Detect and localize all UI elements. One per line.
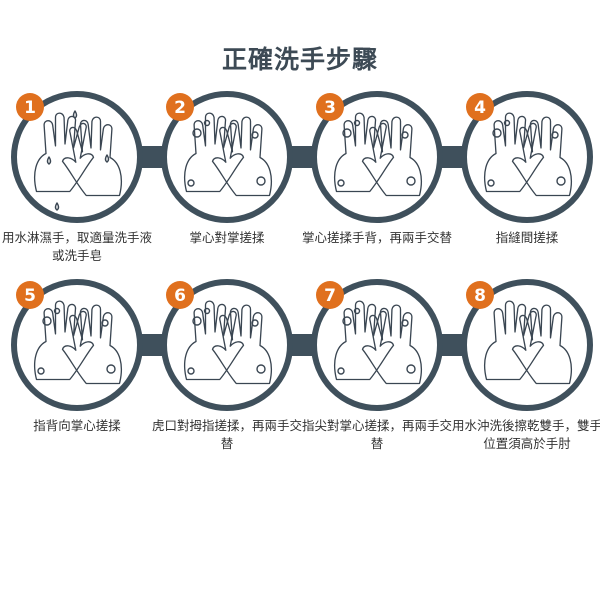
step-ring <box>311 279 443 411</box>
connector-bar <box>437 146 467 168</box>
step-label: 虎口對拇指搓揉，再兩手交替 <box>152 418 303 451</box>
step-5: 5 <box>11 279 143 411</box>
connector-bar <box>287 146 317 168</box>
step-number: 8 <box>474 286 486 306</box>
step-number-badge <box>466 93 494 121</box>
step-number: 7 <box>324 286 336 306</box>
step-number-badge <box>166 281 194 309</box>
step-ring <box>11 279 143 411</box>
step-number-badge <box>166 93 194 121</box>
step-2: 2 <box>161 91 293 223</box>
connector-bar <box>287 334 317 356</box>
step-number: 5 <box>24 286 36 306</box>
rinse-dry-icon <box>483 300 573 385</box>
step-label: 掌心搓揉手背，再兩手交替 <box>302 230 453 245</box>
connector-bar <box>437 334 467 356</box>
step-number: 1 <box>24 98 36 118</box>
step-label: 用水沖洗後擦乾雙手，雙手位置須高於手肘 <box>452 418 600 451</box>
step-ring <box>311 91 443 223</box>
fingertips-icon <box>333 300 423 385</box>
step-ring <box>461 91 593 223</box>
step-label: 掌心對掌搓揉 <box>189 230 265 245</box>
step-number: 4 <box>474 98 486 118</box>
step-ring <box>11 91 143 223</box>
step-3: 3 <box>311 91 443 223</box>
step-label: 用水淋濕手，取適量洗手液或洗手皂 <box>2 230 153 263</box>
step-ring <box>161 279 293 411</box>
step-number: 2 <box>174 98 186 118</box>
step-number: 6 <box>174 286 186 306</box>
wet-hands-icon <box>33 110 123 211</box>
step-number-badge <box>316 281 344 309</box>
step-1: 1 <box>11 91 143 223</box>
interlaced-fingers-icon <box>483 112 573 197</box>
step-number: 3 <box>324 98 336 118</box>
page-title: 正確洗手步驟 <box>221 45 378 74</box>
step-label: 指縫間搓揉 <box>495 230 559 245</box>
connector-bar <box>137 146 167 168</box>
palm-to-palm-icon <box>183 112 273 197</box>
step-6: 6 <box>161 279 293 411</box>
palm-over-back-icon <box>333 112 423 197</box>
step-7: 7 <box>311 279 443 411</box>
step-8: 8 <box>461 279 593 411</box>
step-label: 指尖對掌心搓揉，再兩手交替 <box>302 418 453 451</box>
step-number-badge <box>16 281 44 309</box>
step-4: 4 <box>461 91 593 223</box>
step-ring <box>461 279 593 411</box>
step-ring <box>161 91 293 223</box>
step-number-badge <box>466 281 494 309</box>
connector-bar <box>137 334 167 356</box>
backs-of-fingers-icon <box>33 300 123 385</box>
step-label: 指背向掌心搓揉 <box>33 418 121 433</box>
thumb-rub-icon <box>183 300 273 385</box>
step-number-badge <box>16 93 44 121</box>
step-number-badge <box>316 93 344 121</box>
